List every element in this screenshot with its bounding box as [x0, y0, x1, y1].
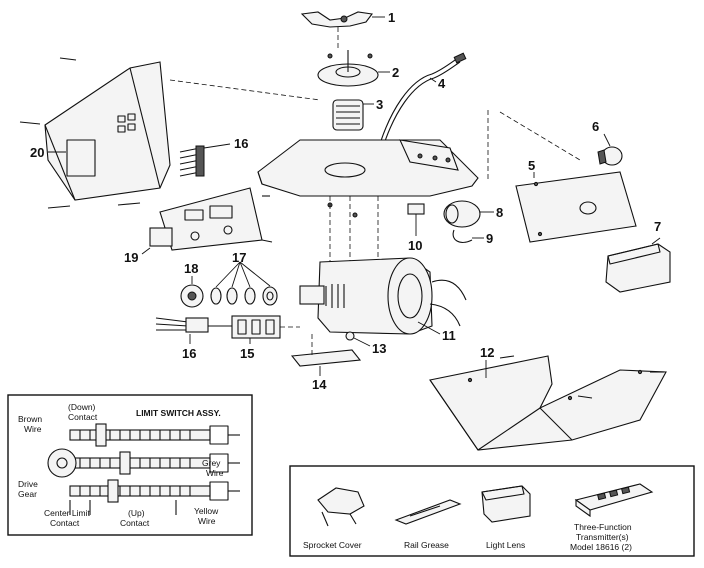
part-15-limit-switch: 15 [231, 315, 300, 361]
limit-switch-inset: LIMIT SWITCH ASSY. Brown Wire (Down) Con… [7, 394, 253, 536]
center-limit-label-2: Contact [50, 518, 80, 528]
callout-18: 18 [184, 261, 198, 276]
part-8-capacitor: 8 [443, 200, 503, 228]
drive-gear-icon [47, 448, 77, 478]
callout-4: 4 [438, 76, 446, 91]
part-18-gear-knob: 18 [180, 261, 204, 308]
grey-wire-label-2: Wire [206, 468, 224, 478]
brown-wire-label: Brown [18, 414, 42, 424]
part-20-end-panel: 20 [19, 57, 171, 209]
callout-7: 7 [654, 219, 661, 234]
callout-17: 17 [232, 250, 246, 265]
callout-3: 3 [376, 97, 383, 112]
rail-grease-icon [394, 499, 462, 525]
callout-8: 8 [496, 205, 503, 220]
chassis-plate [257, 139, 479, 262]
part-14-motor-bracket: 14 [290, 334, 362, 392]
callout-14: 14 [312, 377, 327, 392]
callout-6: 6 [592, 119, 599, 134]
down-contact-label: (Down) [68, 402, 96, 412]
callout-5: 5 [528, 158, 535, 173]
callout-13: 13 [372, 341, 386, 356]
sprocket-cover-icon [317, 487, 365, 527]
callout-11: 11 [442, 328, 456, 343]
sprocket-cover-label: Sprocket Cover [303, 540, 362, 550]
callout-12: 12 [480, 345, 494, 360]
part-1-bracket: 1 [300, 10, 395, 50]
part-6-bulb: 6 [592, 119, 623, 166]
callout-16-bottom: 16 [182, 346, 196, 361]
callout-10: 10 [408, 238, 422, 253]
part-16-ribbon-connector: 16 [179, 136, 248, 177]
grey-wire-label: Grey [202, 458, 221, 468]
part-10-light-socket: 10 [407, 203, 425, 253]
part-9-capacitor-clip: 9 [452, 229, 493, 246]
transmitter-label-3: Model 18616 (2) [570, 542, 632, 552]
drive-gear-label: Drive [18, 479, 38, 489]
brown-wire-label-2: Wire [24, 424, 42, 434]
callout-2: 2 [392, 65, 399, 80]
limit-switch-title: LIMIT SWITCH ASSY. [136, 408, 221, 418]
callout-9: 9 [486, 231, 493, 246]
part-12-bottom-cover: 12 [429, 345, 667, 451]
part-2-sprocket-plate: 2 [317, 50, 399, 87]
light-lens-label: Light Lens [486, 540, 525, 550]
up-contact-label: (Up) [128, 508, 145, 518]
drive-gear-label-2: Gear [18, 489, 37, 499]
part-16-wire-harness: 16 [155, 317, 232, 361]
transmitter-label-1: Three-Function [574, 522, 632, 532]
callout-20: 20 [30, 145, 44, 160]
part-4-cable: 4 [377, 52, 467, 151]
transmitter-icon [574, 483, 654, 518]
part-7-light-lens: 7 [605, 219, 671, 293]
part-11-motor: 11 13 [299, 257, 467, 356]
part-5-cover-plate: 5 [515, 158, 637, 243]
callout-1: 1 [388, 10, 395, 25]
rail-grease-label: Rail Grease [404, 540, 449, 550]
callout-19: 19 [124, 250, 138, 265]
threaded-rods [69, 423, 240, 503]
yellow-wire-label: Yellow [194, 506, 219, 516]
callout-16-top: 16 [234, 136, 248, 151]
up-contact-label-2: Contact [120, 518, 150, 528]
part-19-logic-board: 19 [124, 187, 273, 265]
down-contact-label-2: Contact [68, 412, 98, 422]
yellow-wire-label-2: Wire [198, 516, 216, 526]
accessories-box: Sprocket Cover Rail Grease Light Lens Th… [289, 465, 695, 557]
light-lens-icon [481, 485, 531, 523]
center-limit-label: Center Limit [44, 508, 90, 518]
part-17-washers: 17 [210, 250, 278, 306]
callout-15: 15 [240, 346, 254, 361]
transmitter-label-2: Transmitter(s) [576, 532, 629, 542]
part-3-gear: 3 [332, 97, 383, 131]
